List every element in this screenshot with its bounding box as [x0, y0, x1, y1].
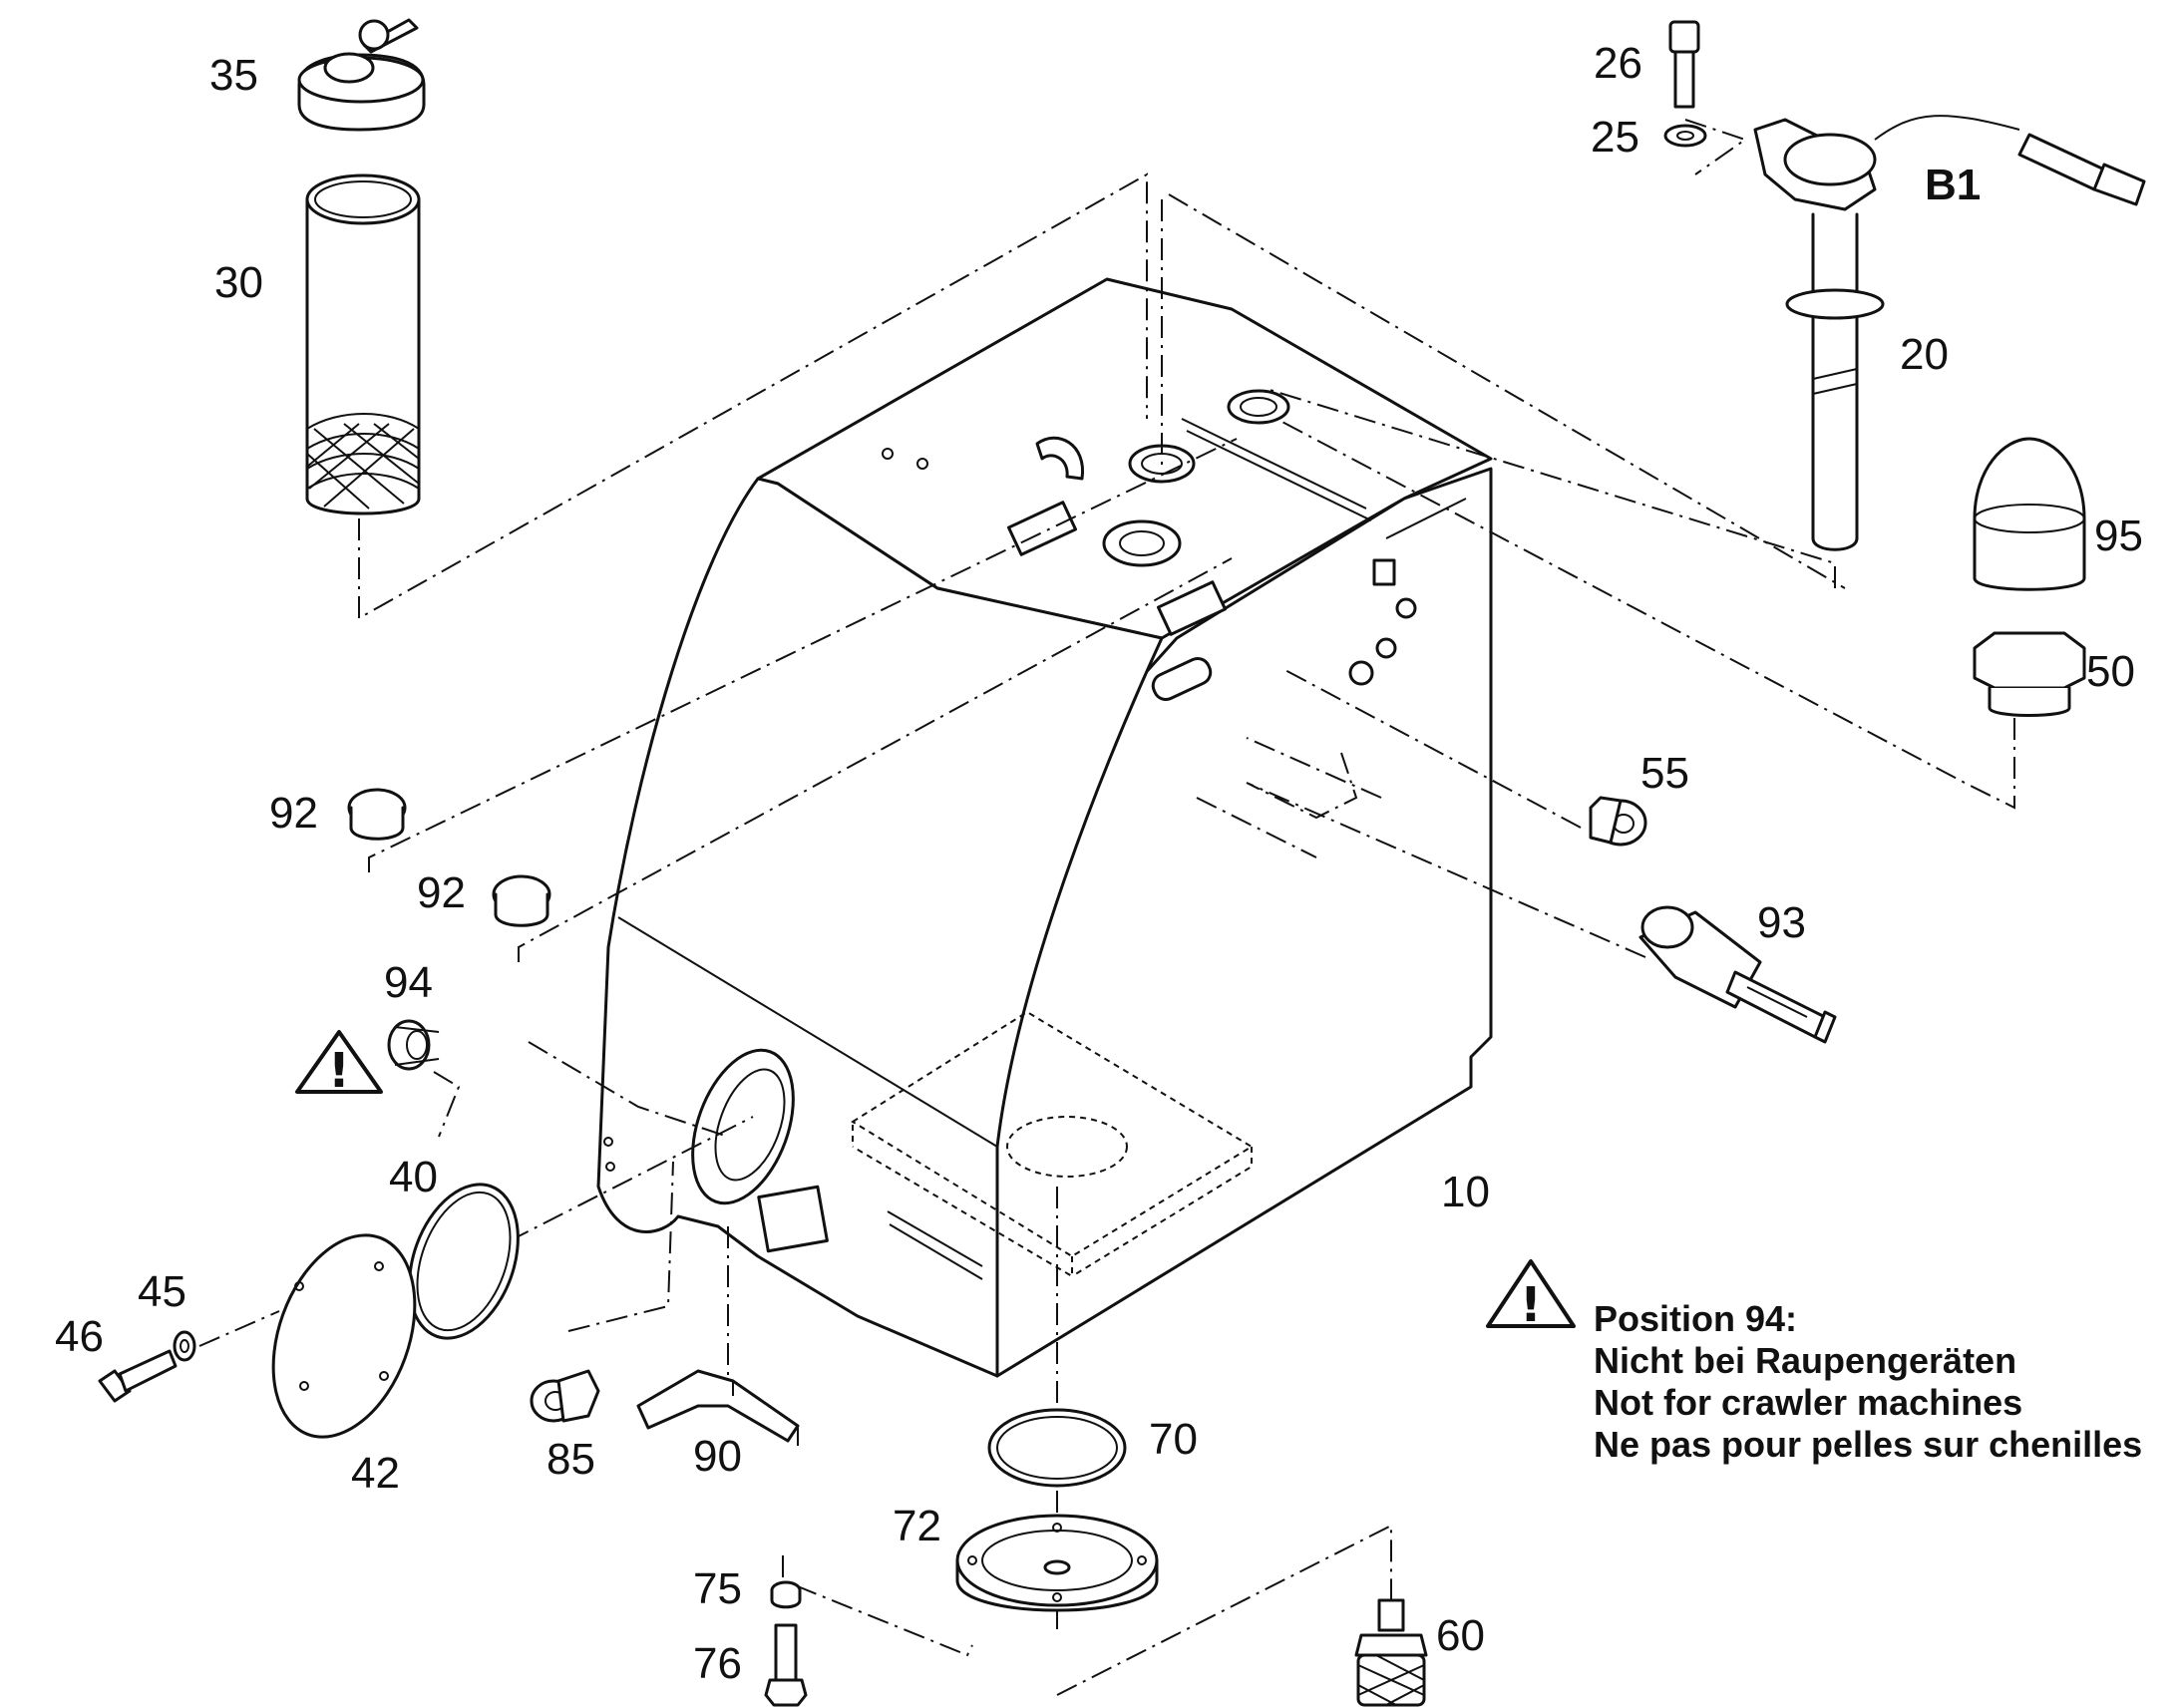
callout-45: 45	[138, 1267, 186, 1316]
position-note: ! Position 94: Nicht bei Raupengeräten N…	[1486, 1259, 2142, 1465]
assembly-lines	[198, 119, 2015, 1696]
callout-25: 25	[1591, 113, 1639, 162]
note-line-1: Position 94:	[1594, 1298, 1797, 1339]
note-line-2: Nicht bei Raupengeräten	[1594, 1340, 2016, 1381]
callout-90: 90	[693, 1432, 742, 1481]
washer-75	[770, 1580, 802, 1609]
callout-b1: B1	[1925, 161, 1981, 209]
o-ring-40	[408, 1183, 520, 1340]
drain-valve-60	[1354, 1598, 1428, 1707]
callout-94: 94	[384, 958, 433, 1007]
bolt-26	[1668, 20, 1700, 109]
callout-72: 72	[893, 1502, 941, 1550]
flange-72	[955, 1514, 1159, 1612]
level-sensor-20	[1753, 115, 2146, 551]
o-ring-70	[987, 1408, 1127, 1488]
callout-85: 85	[546, 1435, 595, 1484]
callout-42: 42	[351, 1449, 400, 1498]
callout-92-upper: 92	[269, 789, 318, 838]
note-line-3: Not for crawler machines	[1594, 1382, 2022, 1423]
svg-text:!: !	[1520, 1277, 1542, 1333]
callout-26: 26	[1594, 39, 1642, 88]
strainer-30	[305, 173, 421, 515]
plug-92-upper	[347, 788, 407, 841]
callout-46: 46	[55, 1312, 104, 1361]
callout-40: 40	[389, 1153, 438, 1201]
note-line-4: Ne pas pour pelles sur chenilles	[1594, 1424, 2142, 1465]
plug-94	[387, 1019, 440, 1071]
callout-20: 20	[1900, 330, 1949, 379]
bolt-46	[98, 1349, 178, 1403]
callout-95: 95	[2094, 512, 2143, 560]
callout-93: 93	[1757, 898, 1806, 947]
svg-text:!: !	[328, 1043, 350, 1099]
plug-85	[530, 1369, 600, 1423]
warning-triangle-icon: !	[295, 1030, 383, 1099]
callout-75: 75	[693, 1564, 742, 1613]
callout-55: 55	[1640, 749, 1689, 798]
callout-10: 10	[1441, 1168, 1490, 1216]
callout-76: 76	[693, 1639, 742, 1688]
plug-92-lower	[492, 874, 551, 927]
plug-55	[1589, 796, 1647, 847]
protective-cap-95	[1973, 437, 2086, 591]
washer-45	[173, 1330, 196, 1362]
plug-50	[1973, 631, 2086, 717]
callout-35: 35	[209, 51, 258, 100]
washer-25	[1663, 124, 1707, 148]
callout-50: 50	[2086, 647, 2135, 696]
callout-60: 60	[1436, 1611, 1485, 1660]
cover-plate-42	[271, 1233, 417, 1439]
level-indicator-93	[1638, 905, 1837, 1044]
filler-cap-35	[297, 18, 426, 132]
callout-30: 30	[214, 258, 263, 307]
bracket-90	[636, 1369, 800, 1446]
tank-body	[596, 277, 1493, 1378]
callout-70: 70	[1149, 1415, 1198, 1464]
warning-triangle-icon: !	[1486, 1259, 1576, 1333]
callout-92-lower: 92	[417, 868, 466, 917]
bolt-76	[764, 1623, 808, 1707]
